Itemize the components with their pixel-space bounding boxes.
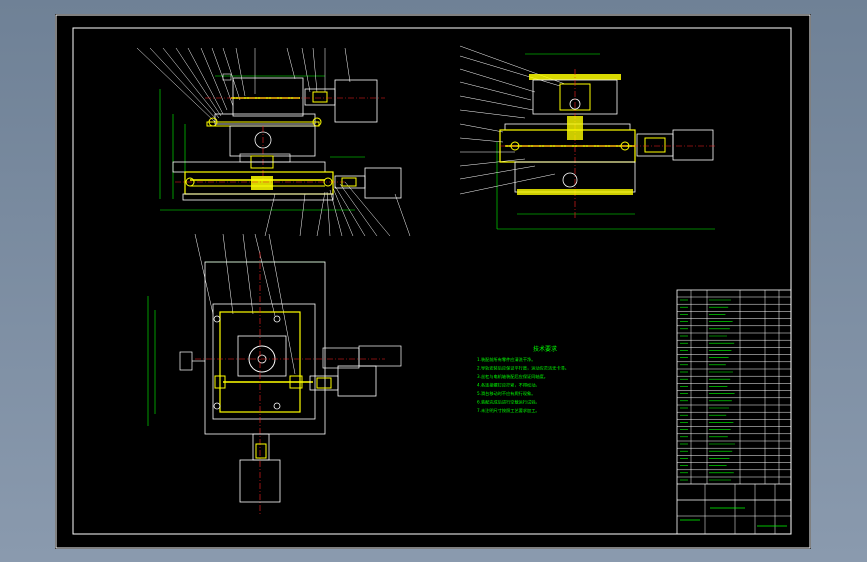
drawing-canvas[interactable]: 技术要求 1.装配前所有零件应清洗干净。 2.导轨安装后应保证平行度，运动应灵活无… [55,14,811,549]
drawing-sheet: 技术要求 1.装配前所有零件应清洗干净。 2.导轨安装后应保证平行度，运动应灵活无… [55,14,811,549]
note-line: 1.装配前所有零件应清洗干净。 [477,356,535,363]
note-line: 7.未注明尺寸按照工艺要求加工。 [477,407,540,414]
inner-frame [72,27,792,535]
note-line: 3.丝杠与电机轴装配后应保证同轴度。 [477,373,548,380]
title-block [676,289,792,535]
top-view [147,233,402,514]
notes-heading: 技术要求 [533,345,557,353]
note-line: 5.滑台移动时不应有爬行现象。 [477,390,535,397]
outer-frame [55,14,811,549]
note-line: 4.各连接螺钉应拧紧，不得松动。 [477,382,540,389]
note-line: 2.导轨安装后应保证平行度，运动应灵活无卡滞。 [477,365,569,372]
note-line: 6.装配完成后进行空载运行试验。 [477,399,540,406]
side-view [459,45,717,230]
front-view [136,47,411,237]
technical-notes: 技术要求 1.装配前所有零件应清洗干净。 2.导轨安装后应保证平行度，运动应灵活无… [477,345,569,414]
